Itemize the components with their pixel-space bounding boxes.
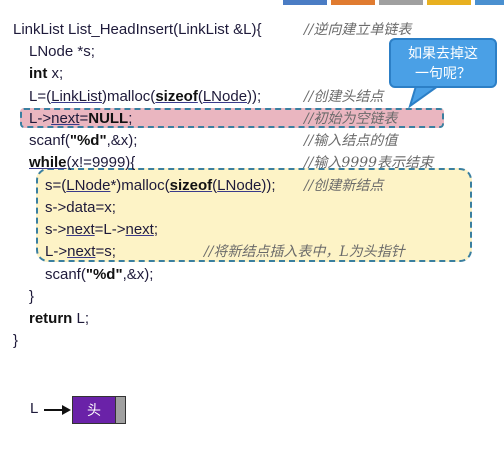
code-line-scanf-2: scanf("%d",&x); xyxy=(45,266,154,283)
head-node-data: 头 xyxy=(73,397,115,423)
code-line-scanf-1: scanf("%d",&x); xyxy=(29,132,138,149)
head-node: 头 xyxy=(72,396,126,424)
comment-input-value: //输入结点的值 xyxy=(304,133,398,149)
code-line-close-while: } xyxy=(29,288,35,305)
insert-block-highlight xyxy=(36,168,472,262)
comment-empty-list: //初始为空链表 xyxy=(304,111,398,127)
code-line-declare-x: int x; xyxy=(29,65,64,82)
slide-tab-bar xyxy=(283,0,504,5)
code-line-function-header: LinkList List_HeadInsert(LinkList &L){ xyxy=(13,21,262,38)
tab-indicator-1[interactable] xyxy=(283,0,327,5)
null-line-highlight xyxy=(20,108,444,128)
code-line-declare-s: LNode *s; xyxy=(29,43,95,60)
question-callout: 如果去掉这 一句呢？ xyxy=(389,38,497,88)
comment-input-9999: //输入9999表示结束 xyxy=(304,155,434,171)
tab-indicator-2[interactable] xyxy=(331,0,375,5)
code-line-malloc-head: L=(LinkList)malloc(sizeof(LNode)); xyxy=(29,88,262,105)
callout-line-1: 如果去掉这 xyxy=(408,46,478,62)
pointer-arrow-icon xyxy=(44,405,71,415)
comment-create-node: //创建新结点 xyxy=(304,178,384,194)
code-line-close-function: } xyxy=(13,332,19,349)
code-line-malloc-s: s=(LNode*)malloc(sizeof(LNode)); xyxy=(45,177,276,194)
code-line-assign-data: s->data=x; xyxy=(45,199,116,216)
code-line-next-null: L->next=NULL; xyxy=(29,110,133,127)
comment-insert-node: //将新结点插入表中，L为头指针 xyxy=(204,244,405,260)
code-line-return: return L; xyxy=(29,310,90,327)
tab-indicator-4[interactable] xyxy=(427,0,471,5)
tab-indicator-3[interactable] xyxy=(379,0,423,5)
code-line-l-next: L->next=s; xyxy=(45,243,116,260)
pointer-label-l: L xyxy=(30,400,39,417)
callout-line-2: 一句呢？ xyxy=(415,66,471,82)
comment-reverse-build: //逆向建立单链表 xyxy=(304,22,412,38)
code-line-while: while(x!=9999){ xyxy=(29,154,136,171)
code-line-s-next: s->next=L->next; xyxy=(45,221,159,238)
head-node-next-field xyxy=(115,397,125,423)
comment-create-head: //创建头结点 xyxy=(304,89,384,105)
tab-indicator-5[interactable] xyxy=(475,0,504,5)
